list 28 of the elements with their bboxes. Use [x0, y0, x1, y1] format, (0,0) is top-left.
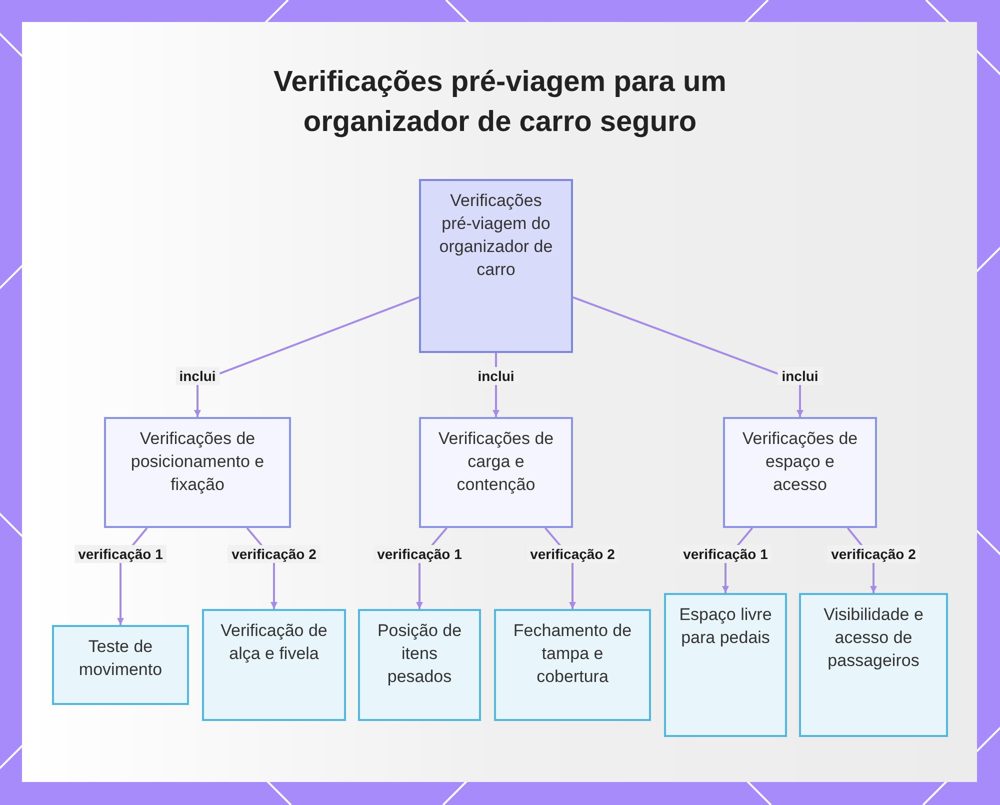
edge-label: verificação 1	[74, 545, 167, 563]
node-text: Espaço livre para pedais	[678, 604, 773, 649]
process-box	[52, 625, 189, 705]
node-text: Fechamento de tampa e cobertura	[512, 620, 633, 688]
node-text: Verificação de alça e fivela	[220, 620, 328, 665]
node-text: Teste de movimento	[78, 636, 164, 681]
process-box	[723, 417, 877, 528]
process-box	[419, 417, 573, 528]
node-text: Verificações de posicionamento e fixação	[130, 428, 266, 496]
title: Verificações pré-viagem para um organizador de carro seguro	[272, 65, 728, 140]
connector-arrow	[572, 296, 804, 417]
edge-label: verificação 2	[228, 545, 320, 563]
node-text: Verificações pré-viagem do organizador de carro	[438, 190, 554, 281]
edge-label: verificação 2	[827, 545, 920, 563]
node-text: Verificações de carga e contenção	[437, 428, 555, 496]
process-box	[358, 609, 481, 721]
process-box	[799, 593, 948, 737]
process-box	[104, 417, 291, 528]
process-box	[202, 609, 346, 721]
connector-arrow	[194, 296, 420, 417]
edge-label: inclui	[175, 367, 220, 385]
process-box	[419, 179, 573, 353]
edge-label: inclui	[778, 367, 822, 385]
node-text: Visibilidade e acesso de passageiros	[822, 604, 924, 672]
node-text: Verificações de espaço e acesso	[741, 428, 859, 496]
process-box	[494, 609, 651, 721]
node-text: Posição de itens pesados	[376, 620, 463, 688]
process-box	[664, 593, 787, 737]
